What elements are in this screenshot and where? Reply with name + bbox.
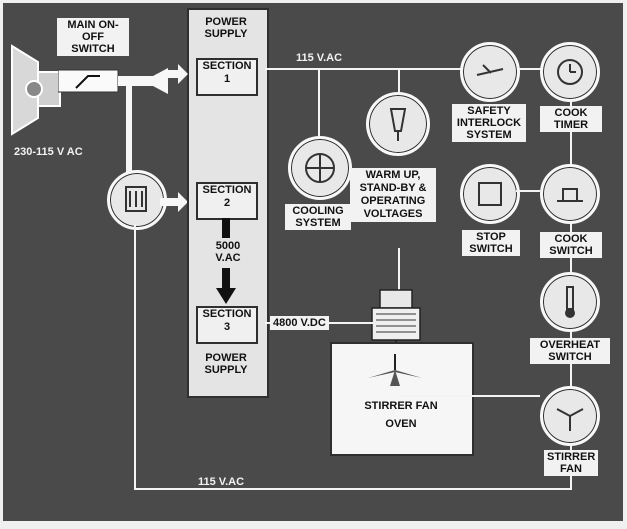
warmup-to-magnetron (398, 248, 400, 290)
dc-voltage-label: 4800 V.DC (270, 316, 329, 330)
stop-switch-label: STOP SWITCH (462, 230, 520, 256)
switch-to-section1-arrow (168, 64, 188, 84)
warmup-label: WARM UP, STAND-BY & OPERATING VOLTAGES (350, 168, 436, 222)
stirrer-fan-label: STIRRER FAN (544, 450, 598, 476)
drop-cooling (318, 68, 320, 138)
lead-to-transformer (126, 84, 132, 172)
transformer-icon (107, 170, 167, 230)
fan-icon (288, 136, 352, 200)
stirrer-fan-icon (540, 386, 600, 446)
cook-timer-label: COOK TIMER (540, 106, 602, 132)
stirrer-icon (368, 354, 422, 386)
top-bus-line (265, 68, 565, 70)
stop-icon (460, 164, 520, 224)
switch-icon (58, 68, 168, 94)
left-return-line (134, 224, 136, 490)
safety-interlock-label: SAFETY INTERLOCK SYSTEM (452, 104, 526, 142)
tube-icon (366, 92, 430, 156)
bottom-bus-line (134, 488, 572, 490)
oven-box (330, 342, 474, 456)
timer-icon (540, 42, 600, 102)
section-2-box: SECTION 2 (196, 182, 258, 220)
power-supply-top-label: POWER SUPPLY (204, 16, 248, 40)
section-2-to-3-arrow (216, 218, 236, 304)
cook-switch-label: COOK SWITCH (540, 232, 602, 258)
bottom-bus-voltage-label: 115 V.AC (198, 476, 245, 488)
oven-stirrer-label: STIRRER FAN (364, 400, 438, 412)
interlock-icon (460, 42, 520, 102)
thermometer-icon (540, 272, 600, 332)
top-bus-voltage-label: 115 V.AC (296, 52, 343, 64)
oven-label: OVEN (385, 418, 417, 430)
power-supply-bottom-label: POWER SUPPLY (204, 352, 248, 376)
cooling-system-label: COOLING SYSTEM (285, 204, 351, 230)
stop-to-cook-line (516, 190, 540, 192)
stirrer-drive-line (400, 395, 540, 397)
source-voltage-label: 230-115 V AC (14, 146, 83, 158)
section-voltage-label: 5000 V.AC (215, 240, 241, 264)
overheat-switch-label: OVERHEAT SWITCH (530, 338, 610, 364)
main-switch-label: MAIN ON-OFF SWITCH (57, 18, 129, 56)
section-3-box: SECTION 3 (196, 306, 258, 344)
cook-icon (540, 164, 600, 224)
bottom-bus-right-drop (570, 476, 572, 490)
drop-warmup (398, 68, 400, 96)
section-1-box: SECTION 1 (196, 58, 258, 96)
plug-icon (11, 44, 61, 136)
transformer-to-section2-arrow (160, 192, 188, 212)
magnetron-icon (371, 289, 421, 348)
